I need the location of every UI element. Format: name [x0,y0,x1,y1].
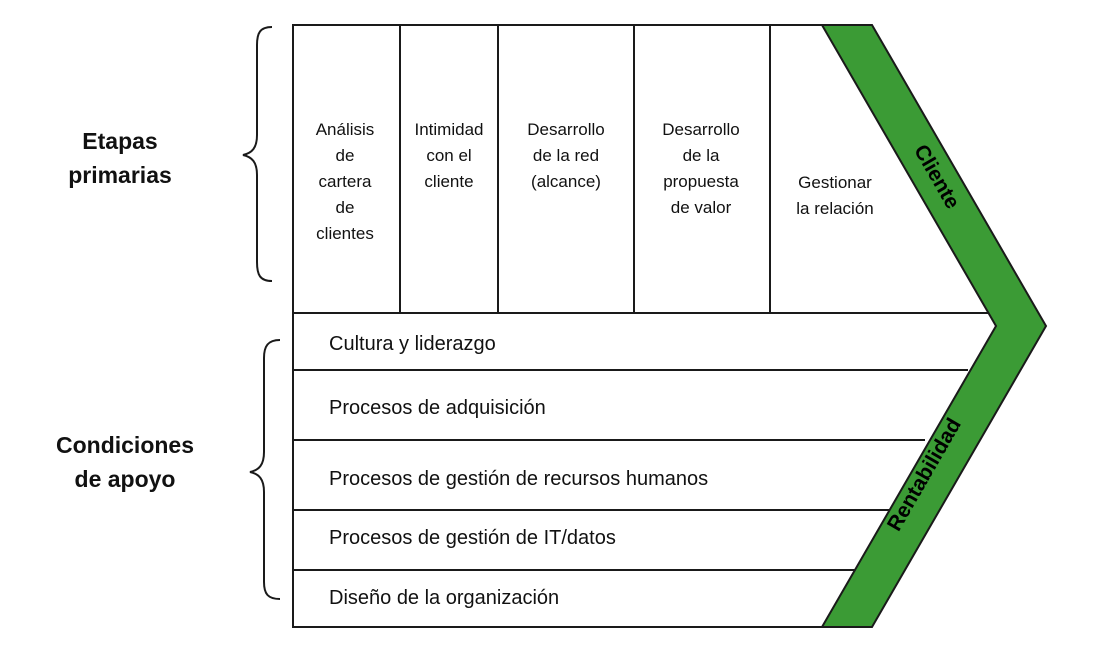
support-row-label: Cultura y liderazgo [329,333,496,355]
support-conditions-label: Condiciones de apoyo [40,428,210,496]
stage-text-line: Desarrollo [527,120,604,139]
primary-stages-brace [242,26,273,282]
stage-cell: Desarrollo de la propuesta de valor [662,120,739,217]
stage-text-line: propuesta [663,172,739,191]
stage-text-line: Gestionar [798,173,872,192]
stage-text-line: clientes [316,224,374,243]
stage-text-line: Intimidad [415,120,484,139]
primary-stages-label-line2: primarias [68,162,172,188]
stage-text-line: Desarrollo [662,120,739,139]
stage-text-line: con el [426,146,471,165]
stage-text-line: de [336,198,355,217]
stage-text-line: cliente [424,172,473,191]
stage-cell: Desarrollo de la red (alcance) [527,120,604,191]
stage-text-line: de la [683,146,720,165]
stage-text-line: cartera [319,172,372,191]
primary-stages-label: Etapas primarias [40,124,200,192]
primary-stages-label-line1: Etapas [82,128,158,154]
support-conditions-label-line2: de apoyo [74,466,176,492]
stage-text-line: de [336,146,355,165]
support-row-label: Diseño de la organización [329,587,559,609]
support-row-label: Procesos de adquisición [329,397,546,419]
stage-cell: Análisis de cartera de clientes [316,120,375,243]
stage-text-line: de la red [533,146,599,165]
stage-text-line: Análisis [316,120,375,139]
support-row-label: Procesos de gestión de IT/datos [329,527,616,549]
support-row-label: Procesos de gestión de recursos humanos [329,468,708,490]
stage-cell: Gestionar la relación [796,173,874,218]
support-conditions-label-line1: Condiciones [55,432,194,458]
stage-text-line: la relación [796,199,874,218]
support-conditions-brace [249,339,281,600]
stage-text-line: (alcance) [531,172,601,191]
stage-cell: Intimidad con el cliente [415,120,484,191]
stage-text-line: de valor [671,198,732,217]
table-outline [292,24,822,628]
chevron-band [820,24,1048,628]
